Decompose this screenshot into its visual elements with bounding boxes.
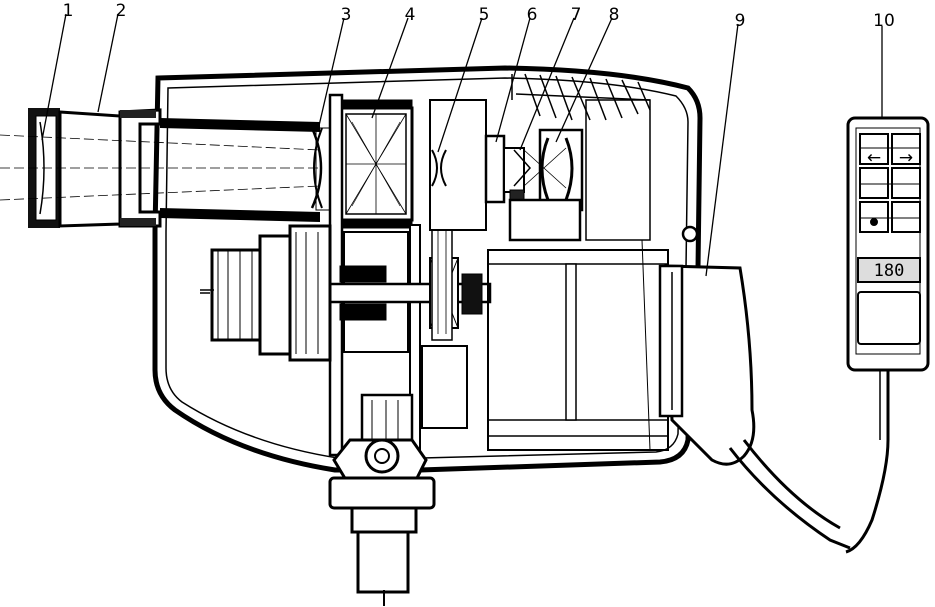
callout-9: 9: [735, 11, 746, 31]
drive-mechanism: [200, 93, 492, 457]
viewfinder-lens-assembly: [200, 224, 332, 362]
callout-1: 1: [63, 1, 74, 21]
remote-counter-display: [857, 257, 921, 283]
callout-6: 6: [527, 5, 538, 25]
callout-4: 4: [405, 5, 416, 25]
remote-control: ← → 180: [845, 116, 930, 554]
remote-arrow-left-icon: ←: [867, 148, 881, 168]
remote-cable: [845, 370, 890, 554]
film-gate-assembly: [429, 99, 651, 242]
remote-counter-value: 180: [874, 261, 905, 281]
objective-lens: [310, 127, 331, 211]
remote-button-grid: [859, 133, 921, 233]
callout-7: 7: [571, 5, 582, 25]
prism-block: [338, 99, 414, 229]
callout-5: 5: [479, 5, 490, 25]
motor-block: [487, 225, 699, 451]
callout-leader-lines: [41, 13, 883, 277]
callout-10: 10: [873, 11, 895, 31]
callout-2: 2: [116, 1, 127, 21]
callout-3: 3: [341, 5, 352, 25]
callout-8: 8: [609, 5, 620, 25]
front-lens-tube: [0, 108, 321, 228]
tripod-mount: [328, 438, 436, 606]
callout-numbers: 1 2 3 4 5 6 7 8 9 10: [63, 1, 895, 31]
remote-main-button: [857, 291, 921, 345]
pistol-grip-handle: [658, 264, 851, 550]
remote-arrow-right-icon: →: [899, 148, 913, 168]
